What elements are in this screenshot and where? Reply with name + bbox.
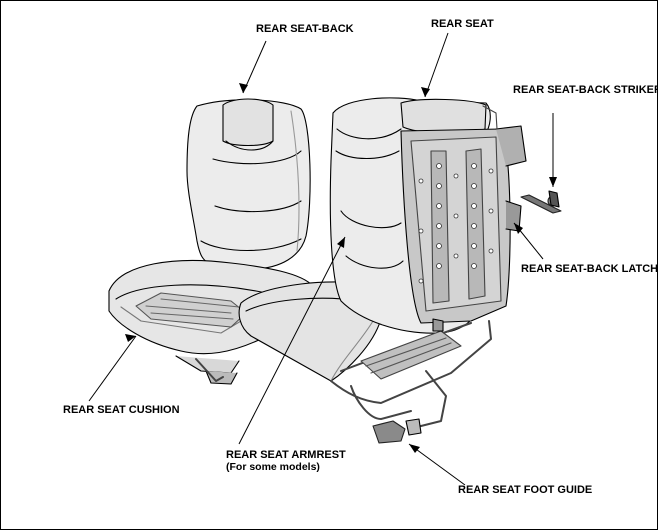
leader-rear-seat-cushion [89, 336, 136, 401]
label-rear-seat-armrest-note: (For some models) [226, 461, 346, 473]
striker-part [521, 191, 561, 213]
label-rear-seat-back-latch: REAR SEAT-BACK LATCH [521, 263, 658, 275]
label-rear-seat-armrest: REAR SEAT ARMREST (For some models) [226, 449, 346, 473]
right-seat-frame [401, 106, 526, 323]
label-rear-seat-back: REAR SEAT-BACK [256, 23, 354, 35]
label-rear-seat-armrest-title: REAR SEAT ARMREST [226, 449, 346, 461]
leader-rear-seat [425, 33, 448, 97]
label-rear-seat-back-striker: REAR SEAT-BACK STRIKER [513, 84, 658, 96]
left-seat-back [187, 99, 310, 269]
label-rear-seat: REAR SEAT [431, 18, 494, 30]
leader-rear-seat-foot-guide [409, 444, 465, 485]
label-rear-seat-cushion: REAR SEAT CUSHION [63, 404, 180, 416]
label-rear-seat-foot-guide: REAR SEAT FOOT GUIDE [458, 484, 592, 496]
